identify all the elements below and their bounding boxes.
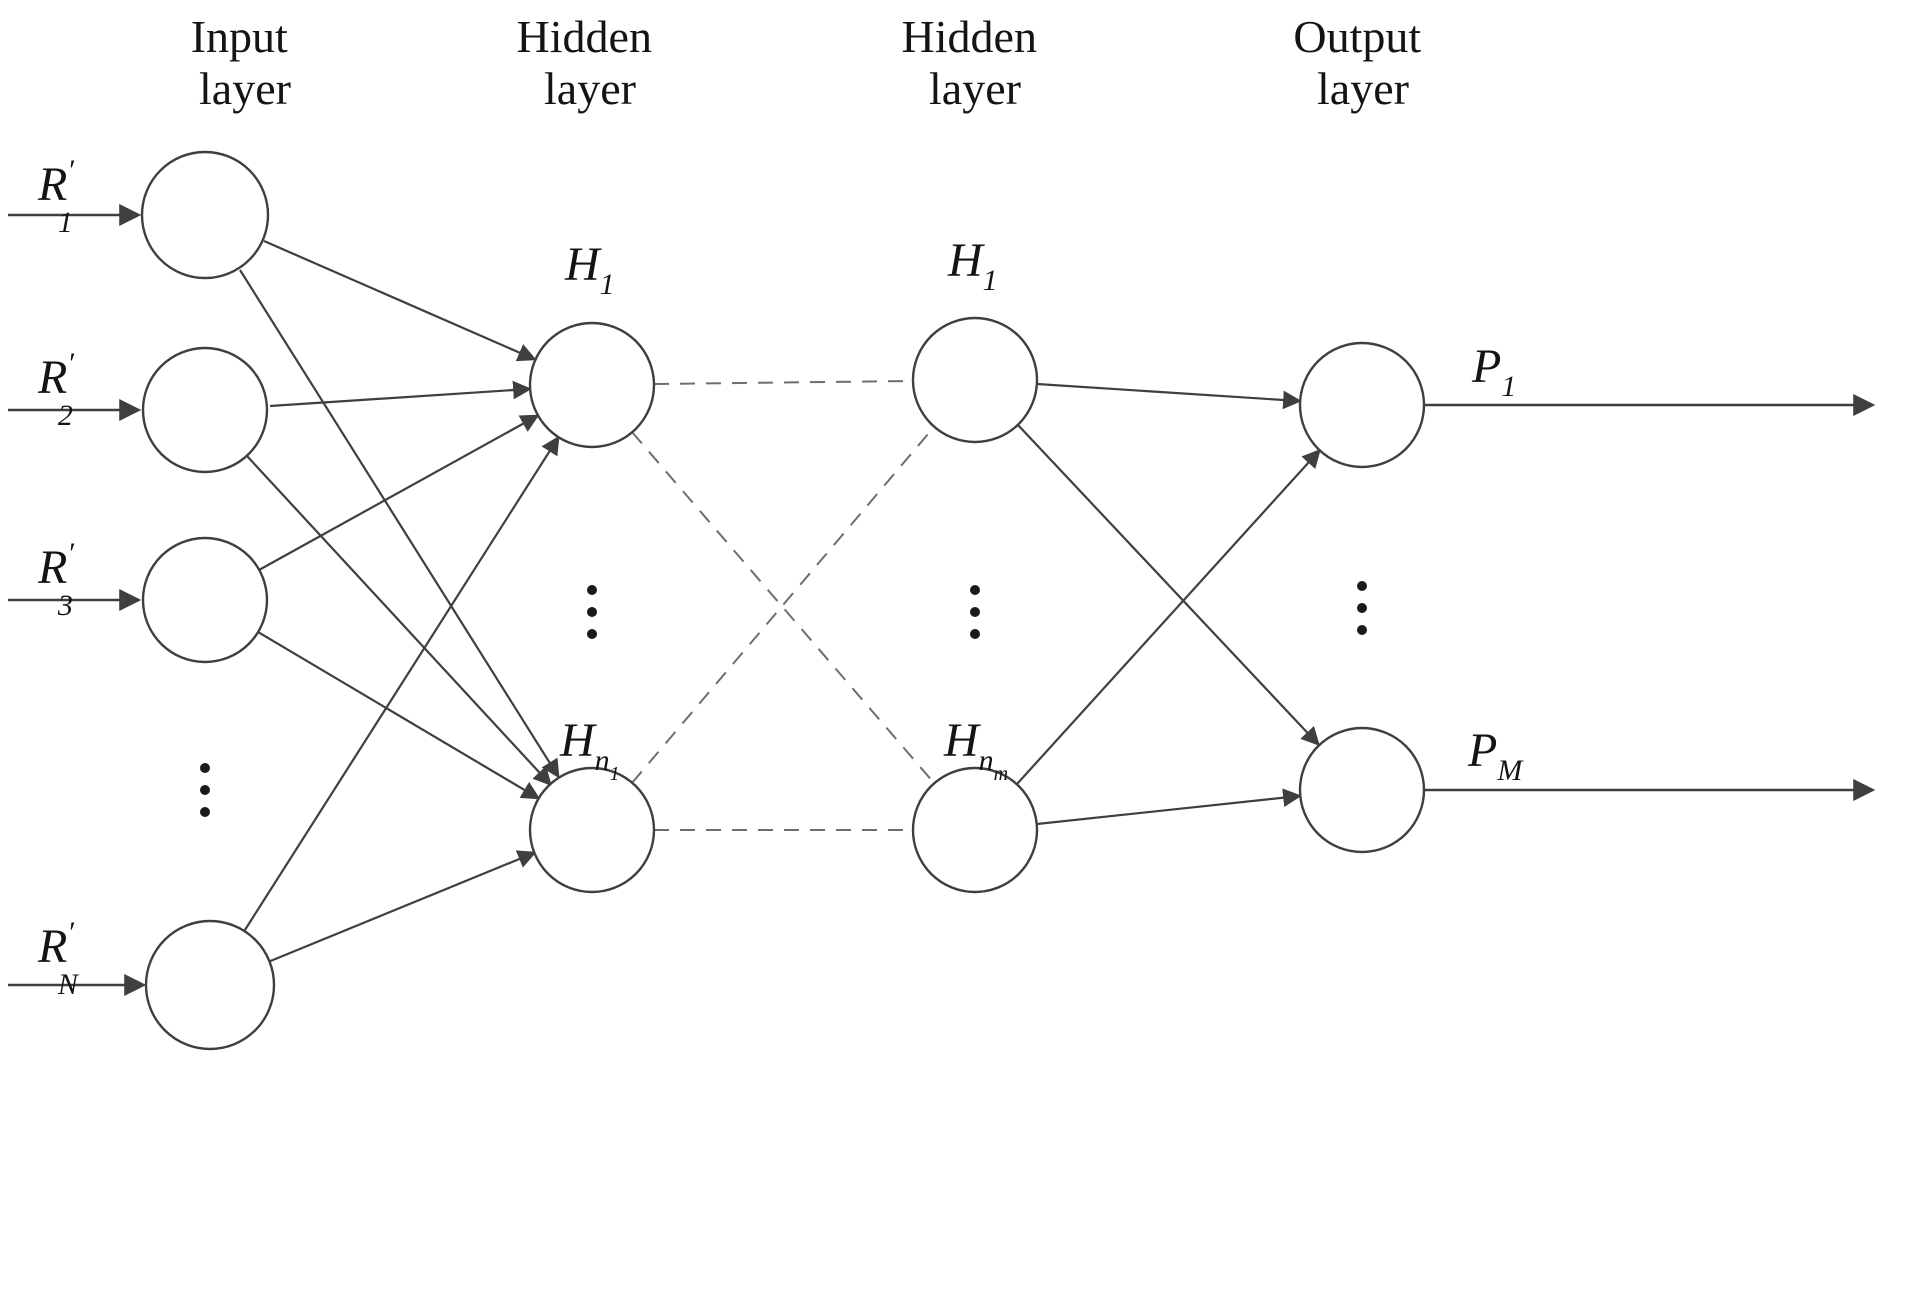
node-hidden1-1 (528, 321, 656, 449)
header-hidden-layer-1: Hidden layer (517, 11, 664, 114)
header-output-layer: Output layer (1293, 11, 1432, 114)
edge-in3-h1a (258, 414, 540, 571)
label-output-1: P1 (1471, 340, 1516, 403)
node-output-1 (1298, 341, 1426, 469)
edge-in3-h1b (257, 631, 541, 800)
edge-h2a-out1 (1036, 382, 1302, 410)
ellipsis-hidden2 (970, 585, 980, 639)
label-hidden2-1: H1 (947, 234, 998, 297)
ellipsis-hidden1 (587, 585, 597, 639)
ellipsis-input (200, 763, 210, 817)
edge-h1a-h2a (653, 380, 912, 385)
edge-h2a-outM (1017, 424, 1320, 747)
header-hidden-layer-2: Hidden layer (902, 11, 1049, 114)
node-hidden2-1 (911, 316, 1039, 444)
node-input-n (144, 919, 276, 1051)
header-input-layer: Input layer (191, 11, 300, 114)
label-input-2: R′2 (37, 347, 74, 432)
node-hidden1-n (528, 766, 656, 894)
edge-inN-h1b (267, 850, 537, 964)
label-hidden1-n: Hn1 (559, 714, 620, 785)
edge-in2-h1a (269, 380, 532, 408)
edge-inN-h1a (242, 435, 560, 934)
edge-h2b-out1 (1016, 448, 1321, 785)
node-input-3 (141, 536, 269, 664)
label-output-m: PM (1467, 724, 1524, 787)
edge-in1-h1b (239, 269, 560, 779)
edge-in2-h1b (246, 455, 552, 787)
ellipsis-output (1357, 581, 1367, 635)
label-hidden2-n: Hnm (943, 714, 1008, 785)
node-input-1 (140, 150, 270, 280)
edge-h2b-outM (1036, 788, 1302, 826)
edge-h1a-h2b (631, 431, 935, 784)
node-output-m (1298, 726, 1426, 854)
label-input-n: R′N (37, 916, 80, 1001)
label-input-1: R′1 (37, 154, 74, 239)
label-hidden1-1: H1 (564, 238, 615, 301)
node-input-2 (141, 346, 269, 474)
node-hidden2-n (911, 766, 1039, 894)
label-input-3: R′3 (37, 537, 74, 622)
edge-in1-h1a (263, 239, 537, 362)
